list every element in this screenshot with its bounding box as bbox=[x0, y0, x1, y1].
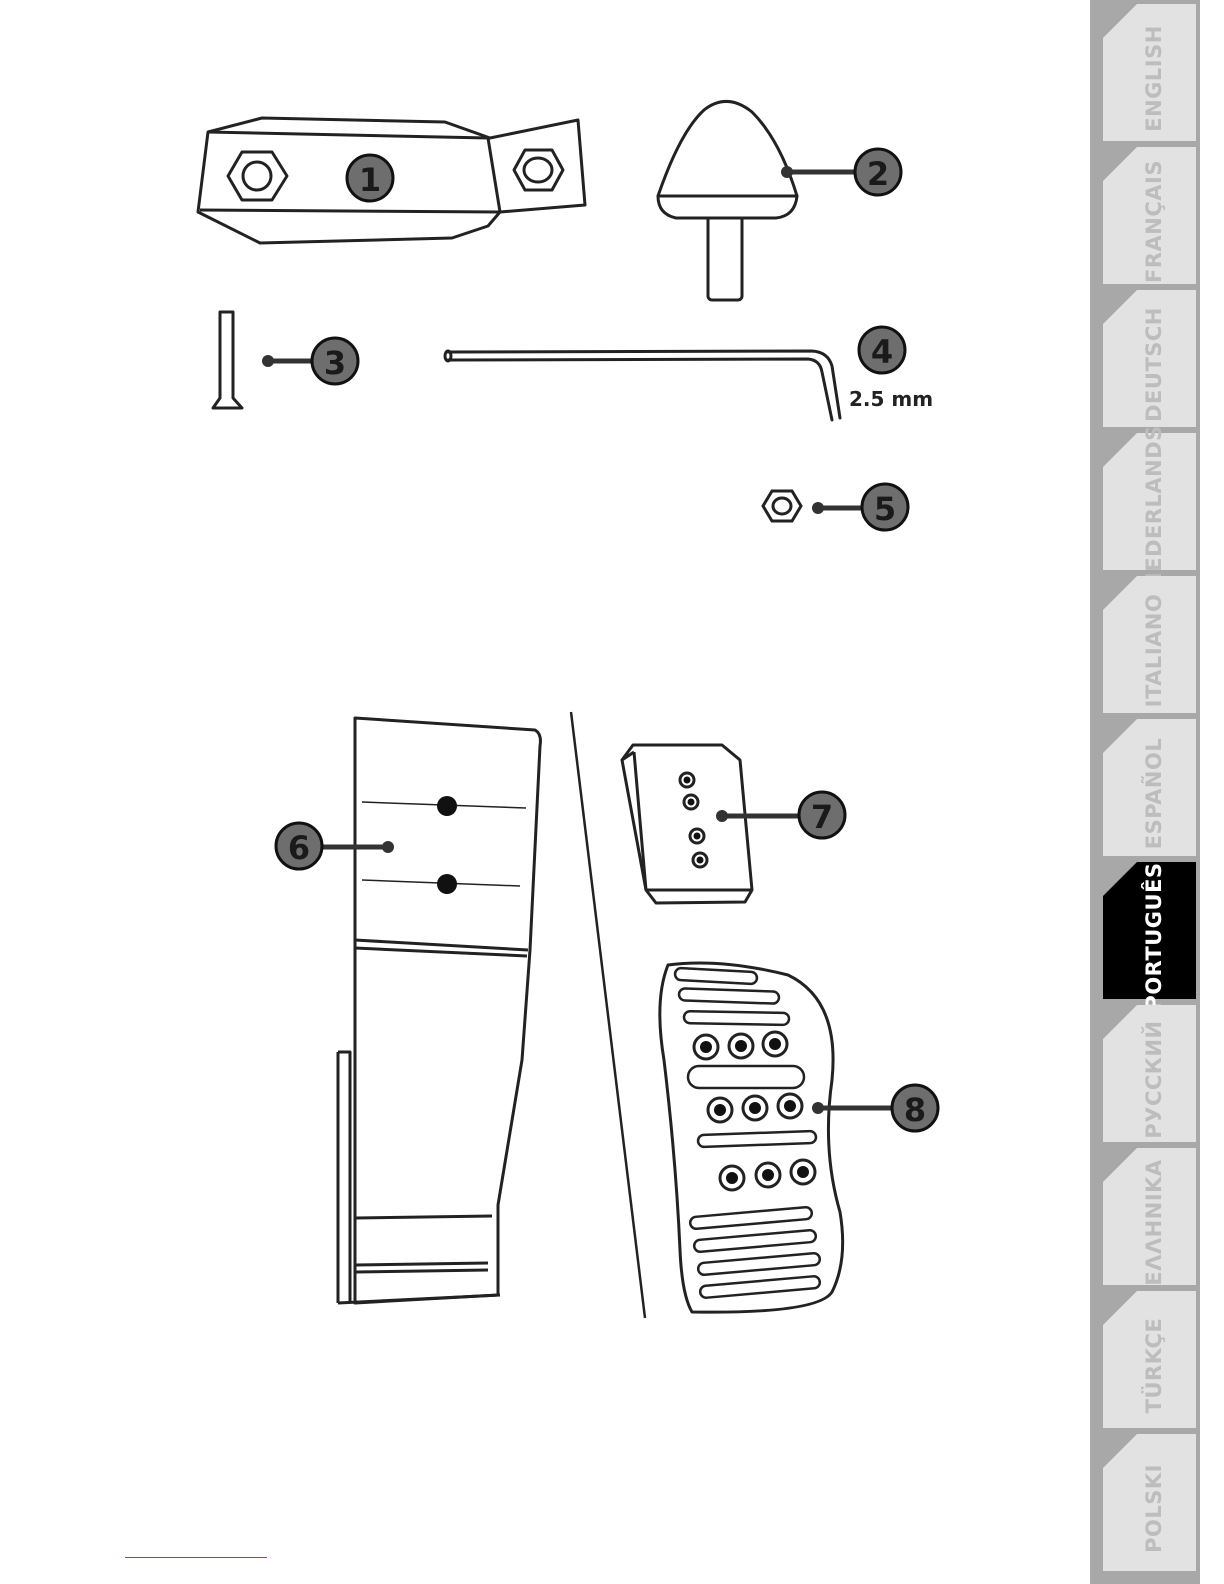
language-tab-2[interactable]: FRANÇAIS bbox=[1103, 147, 1196, 284]
language-tab-label: PORTUGUÊS bbox=[1141, 862, 1166, 1010]
language-tab-7[interactable]: PORTUGUÊS bbox=[1103, 862, 1196, 1011]
part-4-hex-key bbox=[445, 351, 840, 420]
svg-text:7: 7 bbox=[811, 798, 833, 836]
hex-key-size-label: 2.5 mm bbox=[849, 387, 933, 411]
part-2-cone-stopper bbox=[658, 101, 797, 300]
part-7-spacer-block bbox=[622, 745, 752, 903]
language-tab-9[interactable]: ΕΛΛΗΝΙΚΑ bbox=[1103, 1148, 1196, 1286]
callout-6: 6 bbox=[276, 823, 322, 869]
language-tab-label: POLSKI bbox=[1142, 1464, 1166, 1553]
callout-3: 3 bbox=[312, 338, 358, 384]
svg-text:5: 5 bbox=[874, 490, 896, 528]
part-3-screw bbox=[213, 312, 242, 408]
language-tab-label: DEUTSCH bbox=[1142, 307, 1166, 422]
language-tab-label: ESPAÑOL bbox=[1141, 738, 1166, 850]
language-tab-label: TÜRKÇE bbox=[1141, 1318, 1166, 1414]
callout-5: 5 bbox=[862, 484, 908, 530]
part-8-pedal-plate bbox=[660, 963, 843, 1312]
language-tab-label: NEDERLANDS bbox=[1142, 425, 1166, 590]
part-5-nut bbox=[763, 491, 801, 521]
svg-text:3: 3 bbox=[324, 344, 346, 382]
callout-7: 7 bbox=[799, 792, 845, 838]
part-6-pedal-arm bbox=[338, 718, 540, 1303]
language-tab-label: ΕΛΛΗΝΙΚΑ bbox=[1142, 1159, 1166, 1286]
language-tab-label: ITALIANO bbox=[1142, 594, 1166, 708]
language-tab-11[interactable]: POLSKI bbox=[1103, 1434, 1196, 1571]
svg-text:4: 4 bbox=[871, 333, 893, 371]
svg-text:6: 6 bbox=[288, 829, 310, 867]
callout-8: 8 bbox=[892, 1085, 938, 1131]
svg-text:1: 1 bbox=[359, 161, 381, 199]
callout-2: 2 bbox=[855, 149, 901, 195]
language-tab-6[interactable]: ESPAÑOL bbox=[1103, 719, 1196, 856]
language-tab-label: РУССКИЙ bbox=[1141, 1020, 1166, 1138]
language-tab-1[interactable]: ENGLISH bbox=[1103, 4, 1196, 141]
language-tab-label: FRANÇAIS bbox=[1142, 160, 1166, 283]
footer-rule bbox=[125, 1557, 267, 1558]
language-tab-3[interactable]: DEUTSCH bbox=[1103, 290, 1196, 427]
language-tab-label: ENGLISH bbox=[1142, 25, 1166, 132]
language-tab-10[interactable]: TÜRKÇE bbox=[1103, 1291, 1196, 1428]
language-tab-8[interactable]: РУССКИЙ bbox=[1103, 1005, 1196, 1142]
language-tab-5[interactable]: ITALIANO bbox=[1103, 576, 1196, 713]
callout-1: 1 bbox=[347, 155, 393, 201]
svg-text:2: 2 bbox=[867, 155, 889, 193]
callout-4: 4 bbox=[859, 327, 905, 373]
svg-text:8: 8 bbox=[904, 1091, 926, 1129]
